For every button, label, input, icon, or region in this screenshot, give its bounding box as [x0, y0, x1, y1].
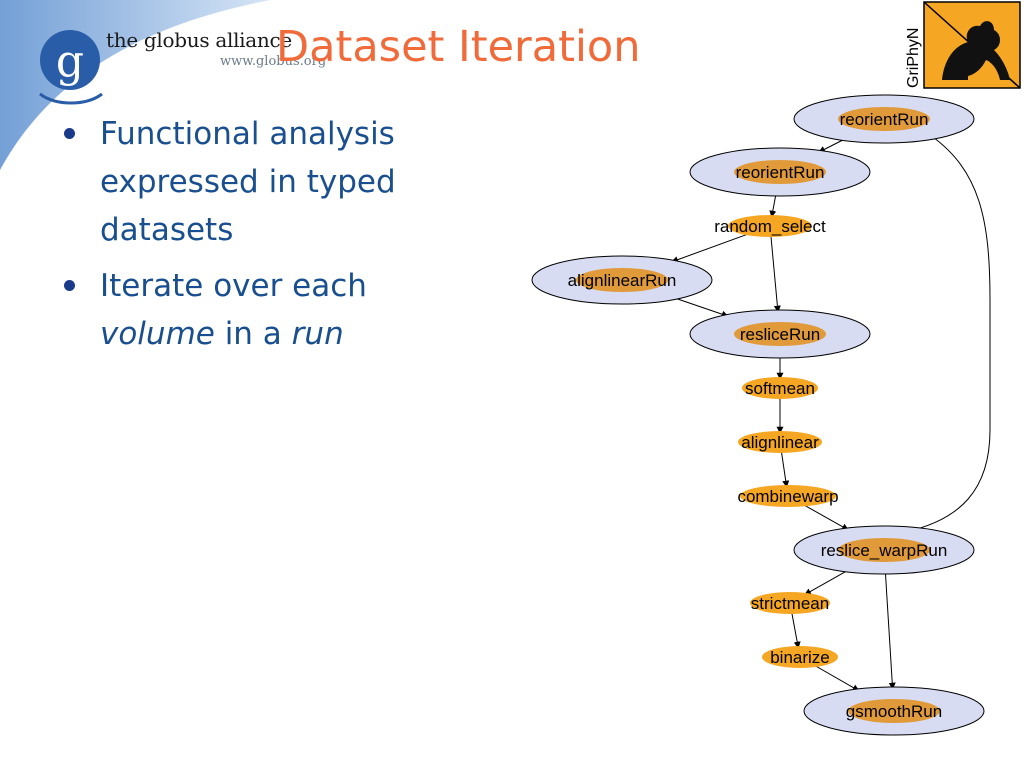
node-reorientRun_2: reorientRun: [689, 147, 871, 197]
dataset-inner-ellipse: [576, 268, 668, 292]
bullet-dot-icon: [64, 128, 75, 139]
dataset-inner-ellipse: [838, 107, 930, 131]
griphyn-logo-text: GriPhyN: [905, 28, 922, 88]
node-label: random_select: [714, 217, 826, 236]
edge-reorientRun_1-to-reorientRun_2: [818, 138, 846, 153]
bullet-item: Functional analysis expressed in typed d…: [60, 110, 480, 254]
node-label: strictmean: [751, 594, 829, 613]
node-alignlinear: alignlinear: [738, 431, 822, 453]
dataset-inner-ellipse: [848, 699, 940, 723]
process-ellipse: [740, 485, 836, 507]
node-reorientRun_1: reorientRun: [793, 94, 975, 144]
edge-alignlinearRun-to-resliceRun: [673, 297, 729, 318]
node-softmean: softmean: [742, 377, 818, 399]
process-ellipse: [742, 377, 818, 399]
slide-title: Dataset Iteration: [276, 22, 641, 72]
bullet-text: Iterate over each: [100, 268, 367, 304]
edge-strictmean-to-binarize: [791, 611, 801, 649]
node-label: reslice_warpRun: [821, 541, 948, 560]
bullet-list: Functional analysis expressed in typed d…: [60, 110, 480, 366]
edge-random_select-to-resliceRun: [770, 234, 781, 313]
node-random_select: random_select: [714, 215, 826, 237]
bullet-text: in a: [214, 316, 292, 352]
svg-text:g: g: [56, 36, 84, 87]
edge-alignlinear-to-combinewarp: [780, 450, 790, 488]
edge-reslice_warpRun-to-strictmean: [804, 569, 849, 596]
node-combinewarp: combinewarp: [737, 485, 839, 507]
node-label: combinewarp: [737, 487, 838, 506]
edge-binarize-to-gsmoothRun: [814, 664, 860, 692]
process-ellipse: [738, 431, 822, 453]
bullet-text-italic: run: [291, 316, 344, 352]
node-label: binarize: [770, 648, 830, 667]
node-gsmoothRun: gsmoothRun: [803, 686, 985, 736]
griffin-icon: [942, 21, 1010, 80]
node-label: softmean: [745, 379, 815, 398]
bullet-dot-icon: [64, 280, 75, 291]
node-label: resliceRun: [740, 325, 820, 344]
edge-reslice_warpRun-to-gsmoothRun: [884, 571, 896, 690]
edges-layer: [671, 134, 991, 692]
node-reslice_warpRun: reslice_warpRun: [793, 525, 975, 575]
griphyn-logo: GriPhyN: [898, 0, 1024, 92]
node-alignlinearRun: alignlinearRun: [531, 255, 713, 305]
globus-logo-icon: g: [39, 30, 103, 105]
edge-random_select-to-alignlinearRun: [671, 233, 750, 263]
dataset-inner-ellipse: [838, 538, 930, 562]
node-label: reorientRun: [736, 163, 825, 182]
process-ellipse: [762, 646, 838, 668]
bullet-text: Functional analysis expressed in typed d…: [100, 116, 396, 248]
node-label: reorientRun: [840, 110, 929, 129]
node-label: alignlinearRun: [568, 271, 677, 290]
node-resliceRun: resliceRun: [689, 309, 871, 359]
process-ellipse: [750, 592, 830, 614]
edge-reorientRun_1-to-reslice_warpRun: [904, 134, 991, 535]
edge-combinewarp-to-reslice_warpRun: [802, 504, 849, 531]
node-binarize: binarize: [762, 646, 838, 668]
node-label: alignlinear: [741, 433, 819, 452]
dataset-inner-ellipse: [734, 322, 826, 346]
edge-reorientRun_2-to-random_select: [769, 193, 777, 218]
nodes-layer: reorientRun reorientRun random_selectalign…: [531, 94, 985, 736]
bullet-item: Iterate over each volume in a run: [60, 262, 480, 358]
node-label: gsmoothRun: [846, 702, 942, 721]
bullet-text-italic: volume: [100, 316, 215, 352]
logo-url: www.globus.org: [220, 54, 327, 69]
dataset-inner-ellipse: [734, 160, 826, 184]
logo-name: the globus alliance: [106, 28, 292, 52]
node-strictmean: strictmean: [750, 592, 830, 614]
process-ellipse: [728, 215, 812, 237]
